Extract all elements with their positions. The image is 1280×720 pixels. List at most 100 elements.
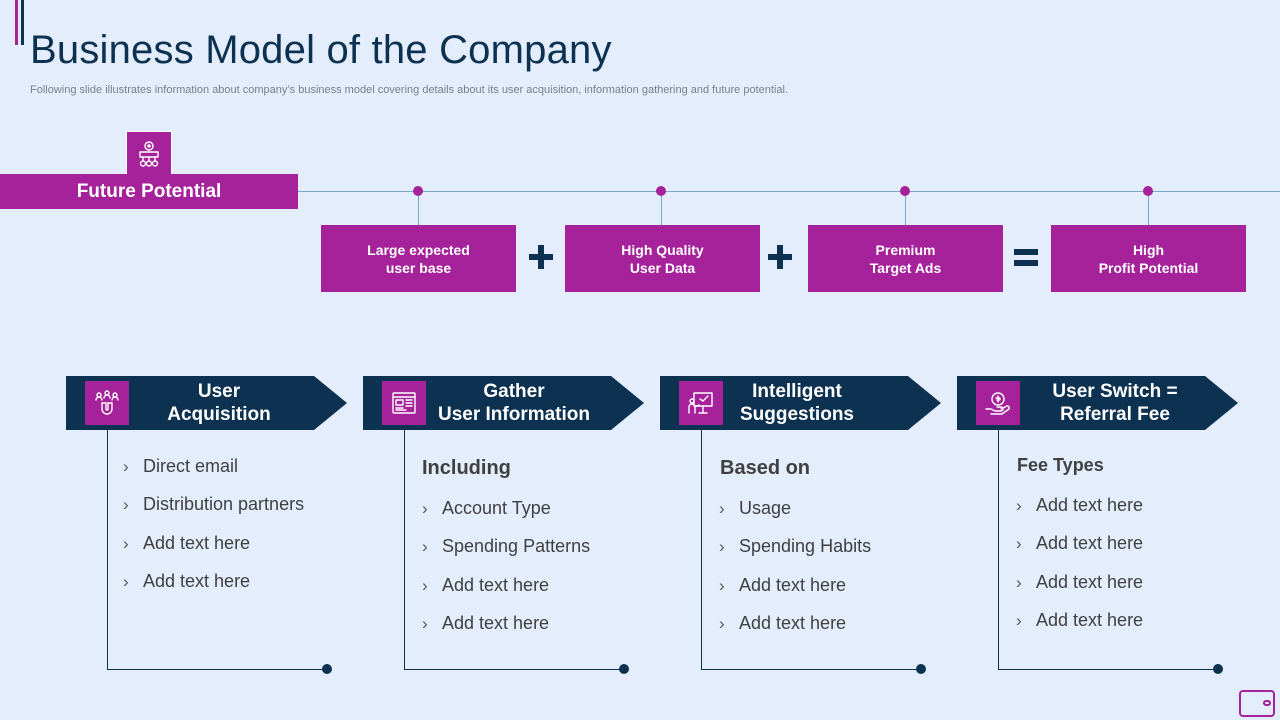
card-frame [998, 430, 1219, 670]
list-item-text: Direct email [143, 456, 239, 476]
list-item-text: Add text here [143, 532, 251, 553]
plus-icon [768, 245, 792, 269]
list-item: › Add text here [1016, 494, 1143, 532]
wallet-icon [1239, 690, 1275, 717]
card-list-user-acquisition: ›Direct email › Distribution partners › Ad… [123, 455, 304, 608]
card-frame-dot [1213, 664, 1223, 674]
card-heading-based-on: Based on [720, 457, 811, 479]
list-item: › Spending Habits [719, 535, 871, 573]
step-box-user-base: Large expected user base [321, 225, 516, 292]
accent-bar-navy [21, 0, 24, 45]
step-label-line2: User Data [629, 259, 696, 276]
chevron-right-icon: › [422, 613, 428, 633]
step-label-line2: user base [385, 259, 452, 276]
plus-icon [529, 245, 553, 269]
presentation-icon [679, 381, 723, 425]
timeline-connector [1148, 196, 1149, 225]
step-box-profit-potential: High Profit Potential [1051, 225, 1246, 292]
card-frame-dot [322, 664, 332, 674]
card-title-gather-user-information: Gather User Information [414, 376, 614, 430]
card-title-user-acquisition: User Acquisition [119, 376, 319, 430]
list-item-text: Spending Patterns [442, 536, 591, 557]
chevron-right-icon: › [719, 575, 725, 595]
list-item: › Account Type [422, 497, 590, 535]
card-list-referral-fee: › Add text here › Add text here › Add text … [1016, 494, 1143, 647]
timeline-connector [905, 196, 906, 225]
list-item-text: Account Type [442, 498, 551, 518]
card-title-line1: Intelligent [752, 381, 842, 402]
hand-coin-icon [976, 381, 1020, 425]
card-frame [701, 430, 922, 670]
list-item: › Add text here [1016, 571, 1143, 609]
timeline-dot [1143, 186, 1153, 196]
card-title-line2: Referral Fee [1060, 404, 1170, 425]
chevron-right-icon: › [1016, 496, 1022, 515]
list-item-text: Add text here [442, 574, 550, 595]
chevron-right-icon: › [123, 571, 129, 591]
list-item: ›Usage [719, 497, 871, 535]
list-item: › Add text here [719, 612, 871, 650]
card-title-line1: User Switch = [1052, 381, 1178, 402]
card-list-gather-user-information: ›Account Type ›Spending Patterns ›Add te… [422, 497, 590, 650]
card-title-line2: Acquisition [167, 404, 271, 425]
chevron-right-icon: › [719, 499, 725, 518]
list-item-text: Add text here [739, 612, 847, 633]
card-frame [107, 430, 328, 670]
future-potential-banner: Future Potential [0, 174, 298, 209]
chevron-right-icon: › [719, 613, 725, 633]
list-item-text: Add text here [1036, 609, 1144, 630]
list-item-text: Add text here [442, 612, 550, 633]
card-title-line2: User Information [437, 404, 591, 425]
timeline-dot [900, 186, 910, 196]
card-frame-dot [619, 664, 629, 674]
chevron-right-icon: › [1016, 572, 1022, 592]
page-subtitle: Following slide illustrates information … [30, 84, 788, 96]
list-item-text: Distribution partners [143, 494, 305, 515]
step-label-line1: High Quality [621, 241, 704, 258]
chevron-right-icon: › [1016, 610, 1022, 630]
money-bag-icon [126, 131, 172, 177]
card-frame [404, 430, 625, 670]
timeline-connector [661, 196, 662, 225]
list-item-text: Add text here [143, 570, 251, 591]
equals-icon [1014, 249, 1038, 266]
list-item-text: Spending Habits [739, 536, 872, 557]
card-list-intelligent-suggestions: ›Usage › Spending Habits › Add text here ›… [719, 497, 871, 650]
page-title: Business Model of the Company [30, 28, 612, 72]
card-heading-fee-types: Fee Types [1017, 455, 1104, 475]
list-item-text: Add text here [1036, 533, 1144, 554]
timeline-connector [418, 196, 419, 225]
list-item-text: Add text here [1036, 495, 1144, 515]
step-label-line2: Profit Potential [1098, 259, 1199, 276]
list-item-text: Add text here [739, 574, 847, 595]
timeline-line [298, 191, 1280, 192]
step-label-line1: Large expected [367, 241, 470, 258]
chevron-right-icon: › [422, 499, 428, 518]
dashboard-icon [382, 381, 426, 425]
step-label-line1: Premium [875, 241, 936, 258]
chevron-right-icon: › [123, 495, 129, 515]
list-item: ›Direct email [123, 455, 304, 493]
step-label-line1: High [1132, 241, 1165, 258]
list-item: ›Add text here [1016, 532, 1143, 570]
step-box-target-ads: Premium Target Ads [808, 225, 1003, 292]
list-item: › Add text here [422, 574, 590, 612]
step-box-user-data: High Quality User Data [565, 225, 760, 292]
card-title-line1: User [197, 381, 241, 402]
timeline-dot [656, 186, 666, 196]
accent-bar-magenta [15, 0, 18, 45]
timeline-dot [413, 186, 423, 196]
list-item: › Add text here [1016, 609, 1143, 647]
chevron-right-icon: › [422, 575, 428, 595]
card-title-line2: Suggestions [739, 404, 854, 425]
card-title-line1: Gather [483, 381, 545, 402]
list-item: › Add text here [719, 574, 871, 612]
list-item: › Add text here [422, 612, 590, 650]
list-item: ›Add text here [123, 532, 304, 570]
list-item: › Add text here [123, 570, 304, 608]
step-label-line2: Target Ads [869, 259, 942, 276]
list-item: ›Spending Patterns [422, 535, 590, 573]
card-heading-including: Including [422, 457, 511, 479]
list-item-text: Add text here [1036, 571, 1144, 592]
chevron-right-icon: › [719, 537, 725, 557]
